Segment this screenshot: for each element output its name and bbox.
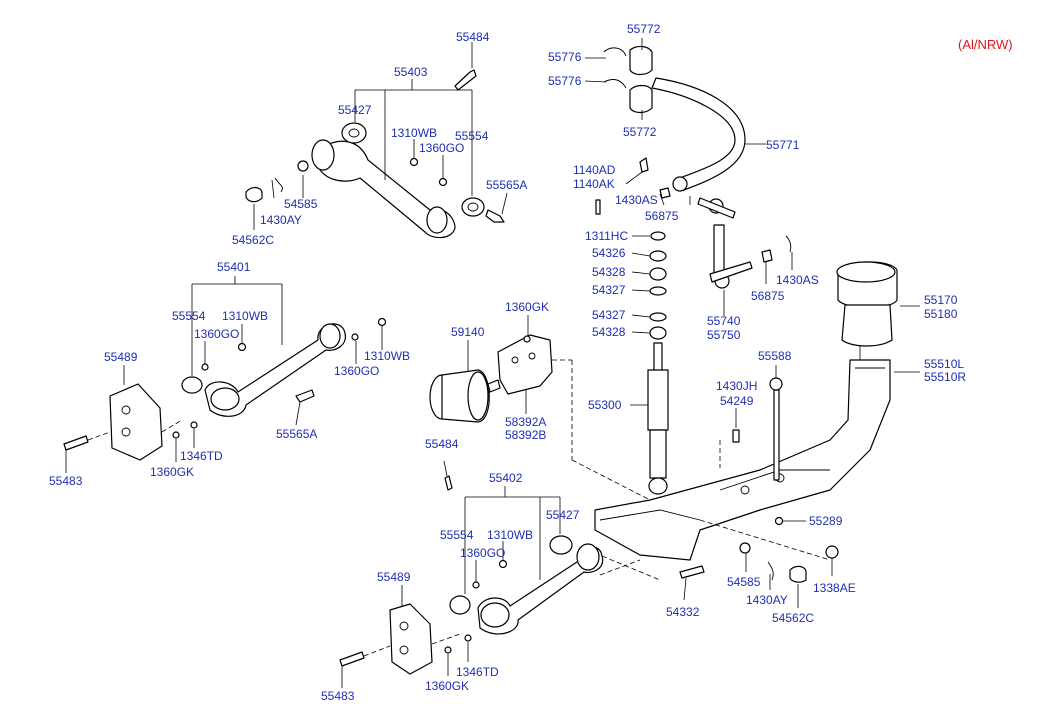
part-label: 55565A: [486, 178, 527, 192]
left-control-arm-drawing: [63, 317, 387, 461]
lower-control-arm-drawing: [339, 475, 604, 675]
part-label: 55776: [548, 50, 582, 64]
part-label: 54562C: [772, 611, 814, 625]
stabilizer-bar-drawing: [595, 45, 746, 215]
air-spring-drawing: [836, 261, 898, 362]
part-label: 55427: [338, 103, 372, 117]
part-label: 1311HC: [585, 229, 628, 243]
part-label: 55510R: [924, 370, 966, 384]
part-label: 1346TD: [456, 665, 499, 679]
part-label: 55483: [321, 689, 355, 703]
part-label: 54327: [592, 308, 626, 322]
part-label: 55750: [707, 328, 741, 342]
part-label: 55554: [440, 528, 474, 542]
part-label: 55402: [489, 471, 523, 485]
part-label: 1338AE: [813, 581, 856, 595]
part-label: 55588: [758, 349, 792, 363]
part-label: 55554: [172, 309, 206, 323]
part-label: 55772: [627, 22, 661, 36]
part-label: 55772: [623, 125, 657, 139]
part-label: 59140: [451, 325, 485, 339]
part-label: 55403: [394, 65, 428, 79]
part-label: 56875: [645, 209, 679, 223]
part-label: 54328: [592, 265, 626, 279]
part-label: 54326: [592, 246, 626, 260]
part-label: 55565A: [276, 427, 317, 441]
part-label: 1360GK: [150, 465, 194, 479]
leader-lines: [65, 38, 920, 688]
part-label: 54249: [720, 394, 754, 408]
part-label: 55483: [49, 474, 83, 488]
part-label: 1360GO: [194, 327, 239, 341]
part-label: 1360GK: [505, 300, 549, 314]
part-label: 1310WB: [391, 126, 437, 140]
part-label: 55776: [548, 74, 582, 88]
part-label: 55484: [456, 30, 490, 44]
part-label: 1140AD: [573, 163, 616, 177]
part-label: 1360GO: [334, 364, 379, 378]
part-label: 1310WB: [364, 349, 410, 363]
part-label: 55300: [588, 398, 622, 412]
part-label: 54328: [592, 325, 626, 339]
stabilizer-link-drawing: [697, 197, 792, 289]
part-label: 1430AY: [260, 213, 302, 227]
part-label: 1360GO: [460, 546, 505, 560]
part-label: 55740: [707, 314, 741, 328]
part-label: 54585: [284, 197, 318, 211]
part-label: 1140AK: [573, 177, 615, 191]
brake-chamber-drawing: [429, 334, 553, 423]
part-label: 55180: [924, 307, 958, 321]
part-label: 55401: [217, 260, 251, 274]
part-label: 55170: [924, 293, 958, 307]
part-label: 1430AS: [776, 273, 819, 287]
part-label: 55510L: [924, 357, 964, 371]
part-label: 54327: [592, 283, 626, 297]
upper-control-arm-drawing: [245, 69, 505, 239]
part-label: 55489: [104, 350, 138, 364]
part-label: 1430JH: [716, 379, 757, 393]
part-label: 1310WB: [487, 528, 533, 542]
part-label: 1430AS: [615, 193, 658, 207]
part-label: 54562C: [232, 233, 274, 247]
part-label: 55289: [809, 514, 843, 528]
part-label: 58392A: [505, 415, 546, 429]
part-label: 56875: [751, 289, 785, 303]
part-label: 55771: [766, 138, 800, 152]
part-label: 55554: [455, 129, 489, 143]
part-drawings: [63, 45, 898, 675]
part-label: 55484: [425, 437, 459, 451]
variant-note: (Al/NRW): [958, 37, 1013, 52]
axle-frame-drawing: [594, 359, 891, 583]
part-label: 1360GO: [419, 141, 464, 155]
part-label: 55489: [377, 570, 411, 584]
shock-absorber-drawing: [647, 231, 669, 495]
part-label: 1310WB: [222, 309, 268, 323]
part-label: 54585: [727, 575, 761, 589]
part-label: 54332: [666, 605, 700, 619]
part-label: 1360GK: [425, 679, 469, 693]
part-label: 55427: [546, 508, 580, 522]
part-label: 58392B: [505, 428, 546, 442]
part-label: 1430AY: [746, 593, 788, 607]
part-label: 1346TD: [180, 449, 223, 463]
